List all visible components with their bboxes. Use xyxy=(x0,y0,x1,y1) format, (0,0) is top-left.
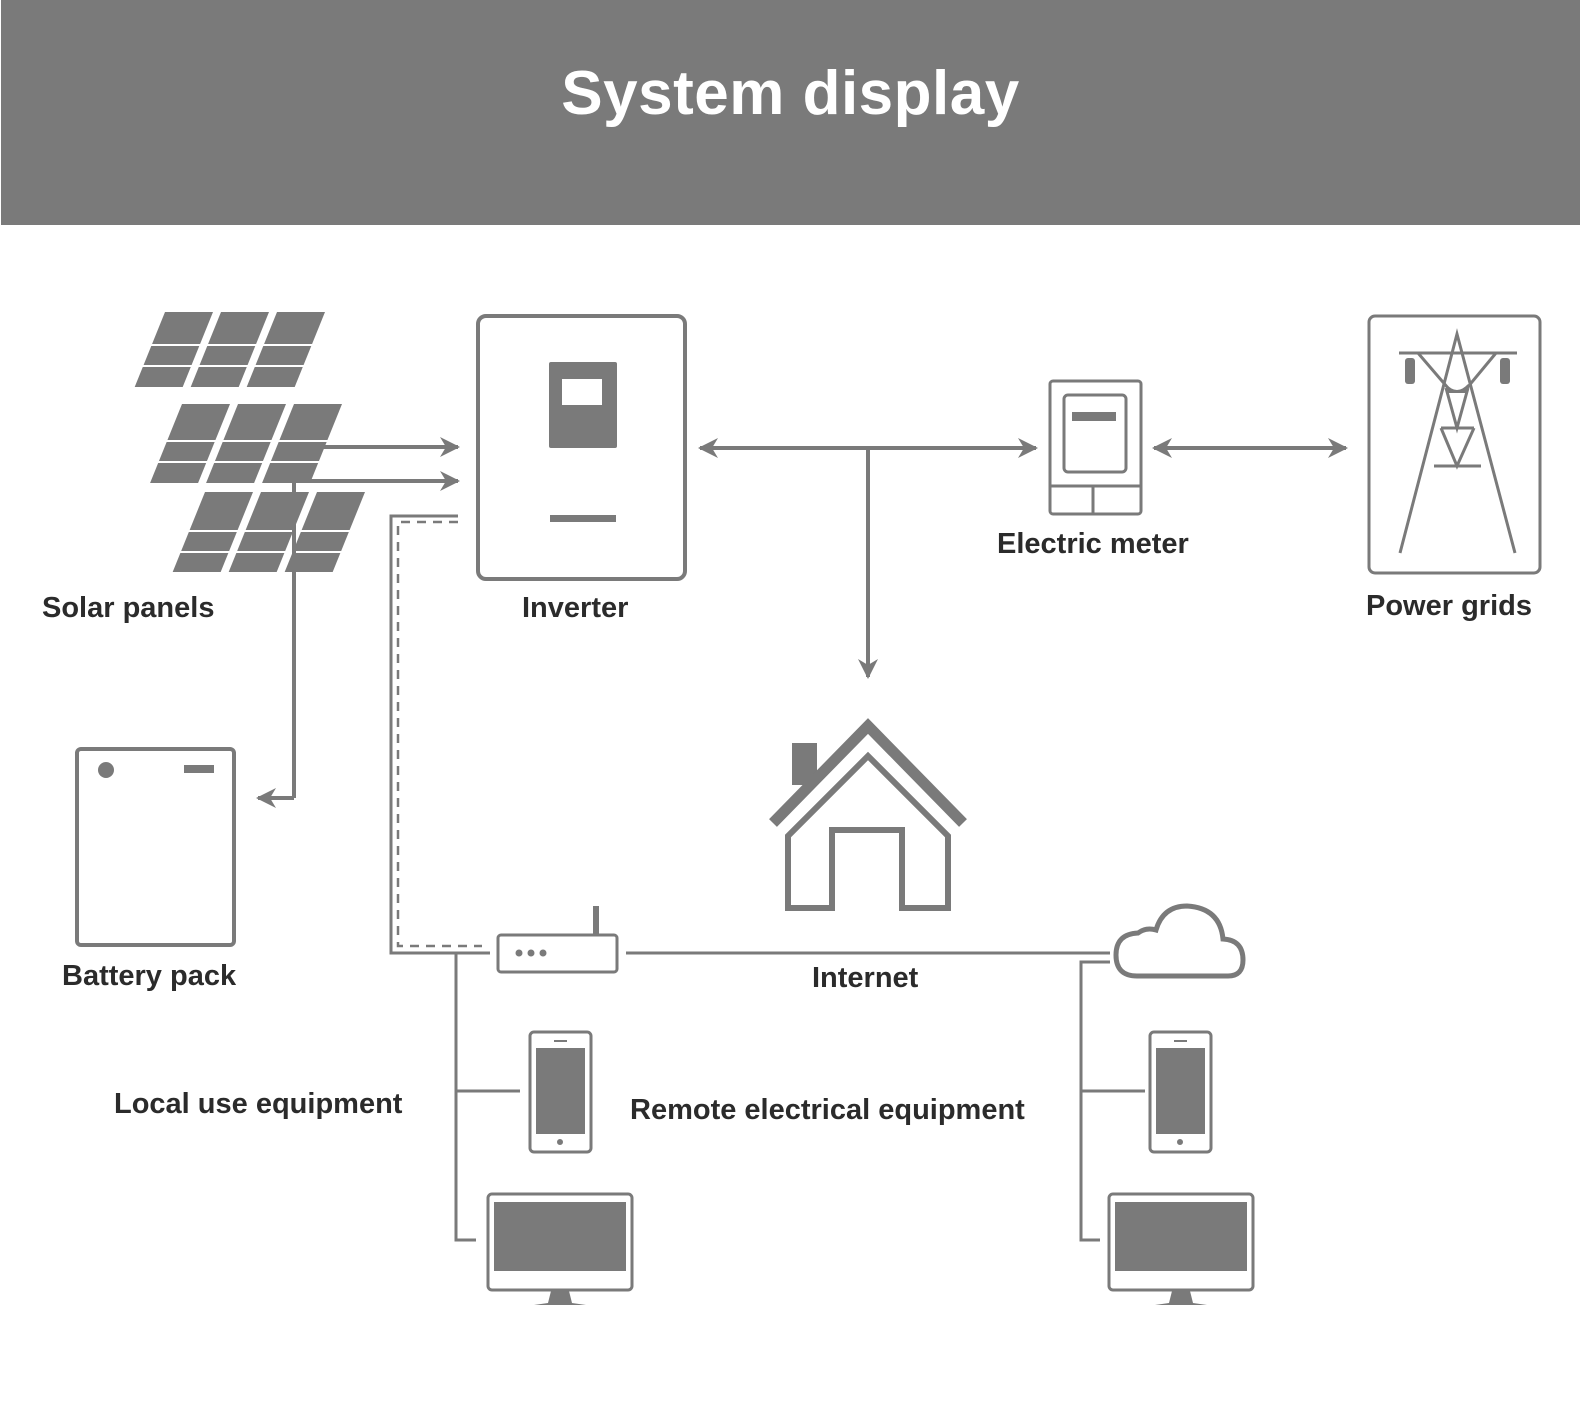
inverter-icon xyxy=(476,314,687,581)
page-title: System display xyxy=(561,59,1020,128)
local-equipment-label: Local use equipment xyxy=(114,1088,403,1120)
internet-label: Internet xyxy=(812,962,919,994)
local-branch-line xyxy=(454,953,476,1242)
solar-panel xyxy=(172,492,365,572)
electric-meter-label: Electric meter xyxy=(997,528,1189,560)
cloud-icon xyxy=(1113,903,1246,979)
battery-pack-label: Battery pack xyxy=(62,960,237,992)
solar-panel-array-icon xyxy=(134,312,365,572)
house-icon xyxy=(769,718,967,911)
local-smartphone-icon xyxy=(528,1030,593,1154)
solar-panel xyxy=(150,404,342,483)
solar-panels-label: Solar panels xyxy=(42,592,215,624)
remote-equipment-label: Remote electrical equipment xyxy=(630,1094,1025,1126)
battery-icon xyxy=(75,747,236,947)
remote-smartphone-icon xyxy=(1148,1030,1213,1154)
comm-line xyxy=(389,514,490,955)
solar-panel xyxy=(134,312,325,387)
comm-dashed-line xyxy=(396,520,482,948)
transmission-tower-icon xyxy=(1367,314,1542,575)
remote-branch-line xyxy=(1079,960,1110,1242)
inverter-label: Inverter xyxy=(522,592,629,624)
header-banner: System display xyxy=(1,0,1580,225)
local-desktop-monitor-icon xyxy=(486,1192,634,1305)
remote-desktop-monitor-icon xyxy=(1107,1192,1255,1305)
router-icon xyxy=(496,906,619,974)
electric-meter-icon xyxy=(1048,379,1143,516)
power-grids-label: Power grids xyxy=(1366,590,1532,622)
battery-inverter-arrow xyxy=(292,471,460,798)
